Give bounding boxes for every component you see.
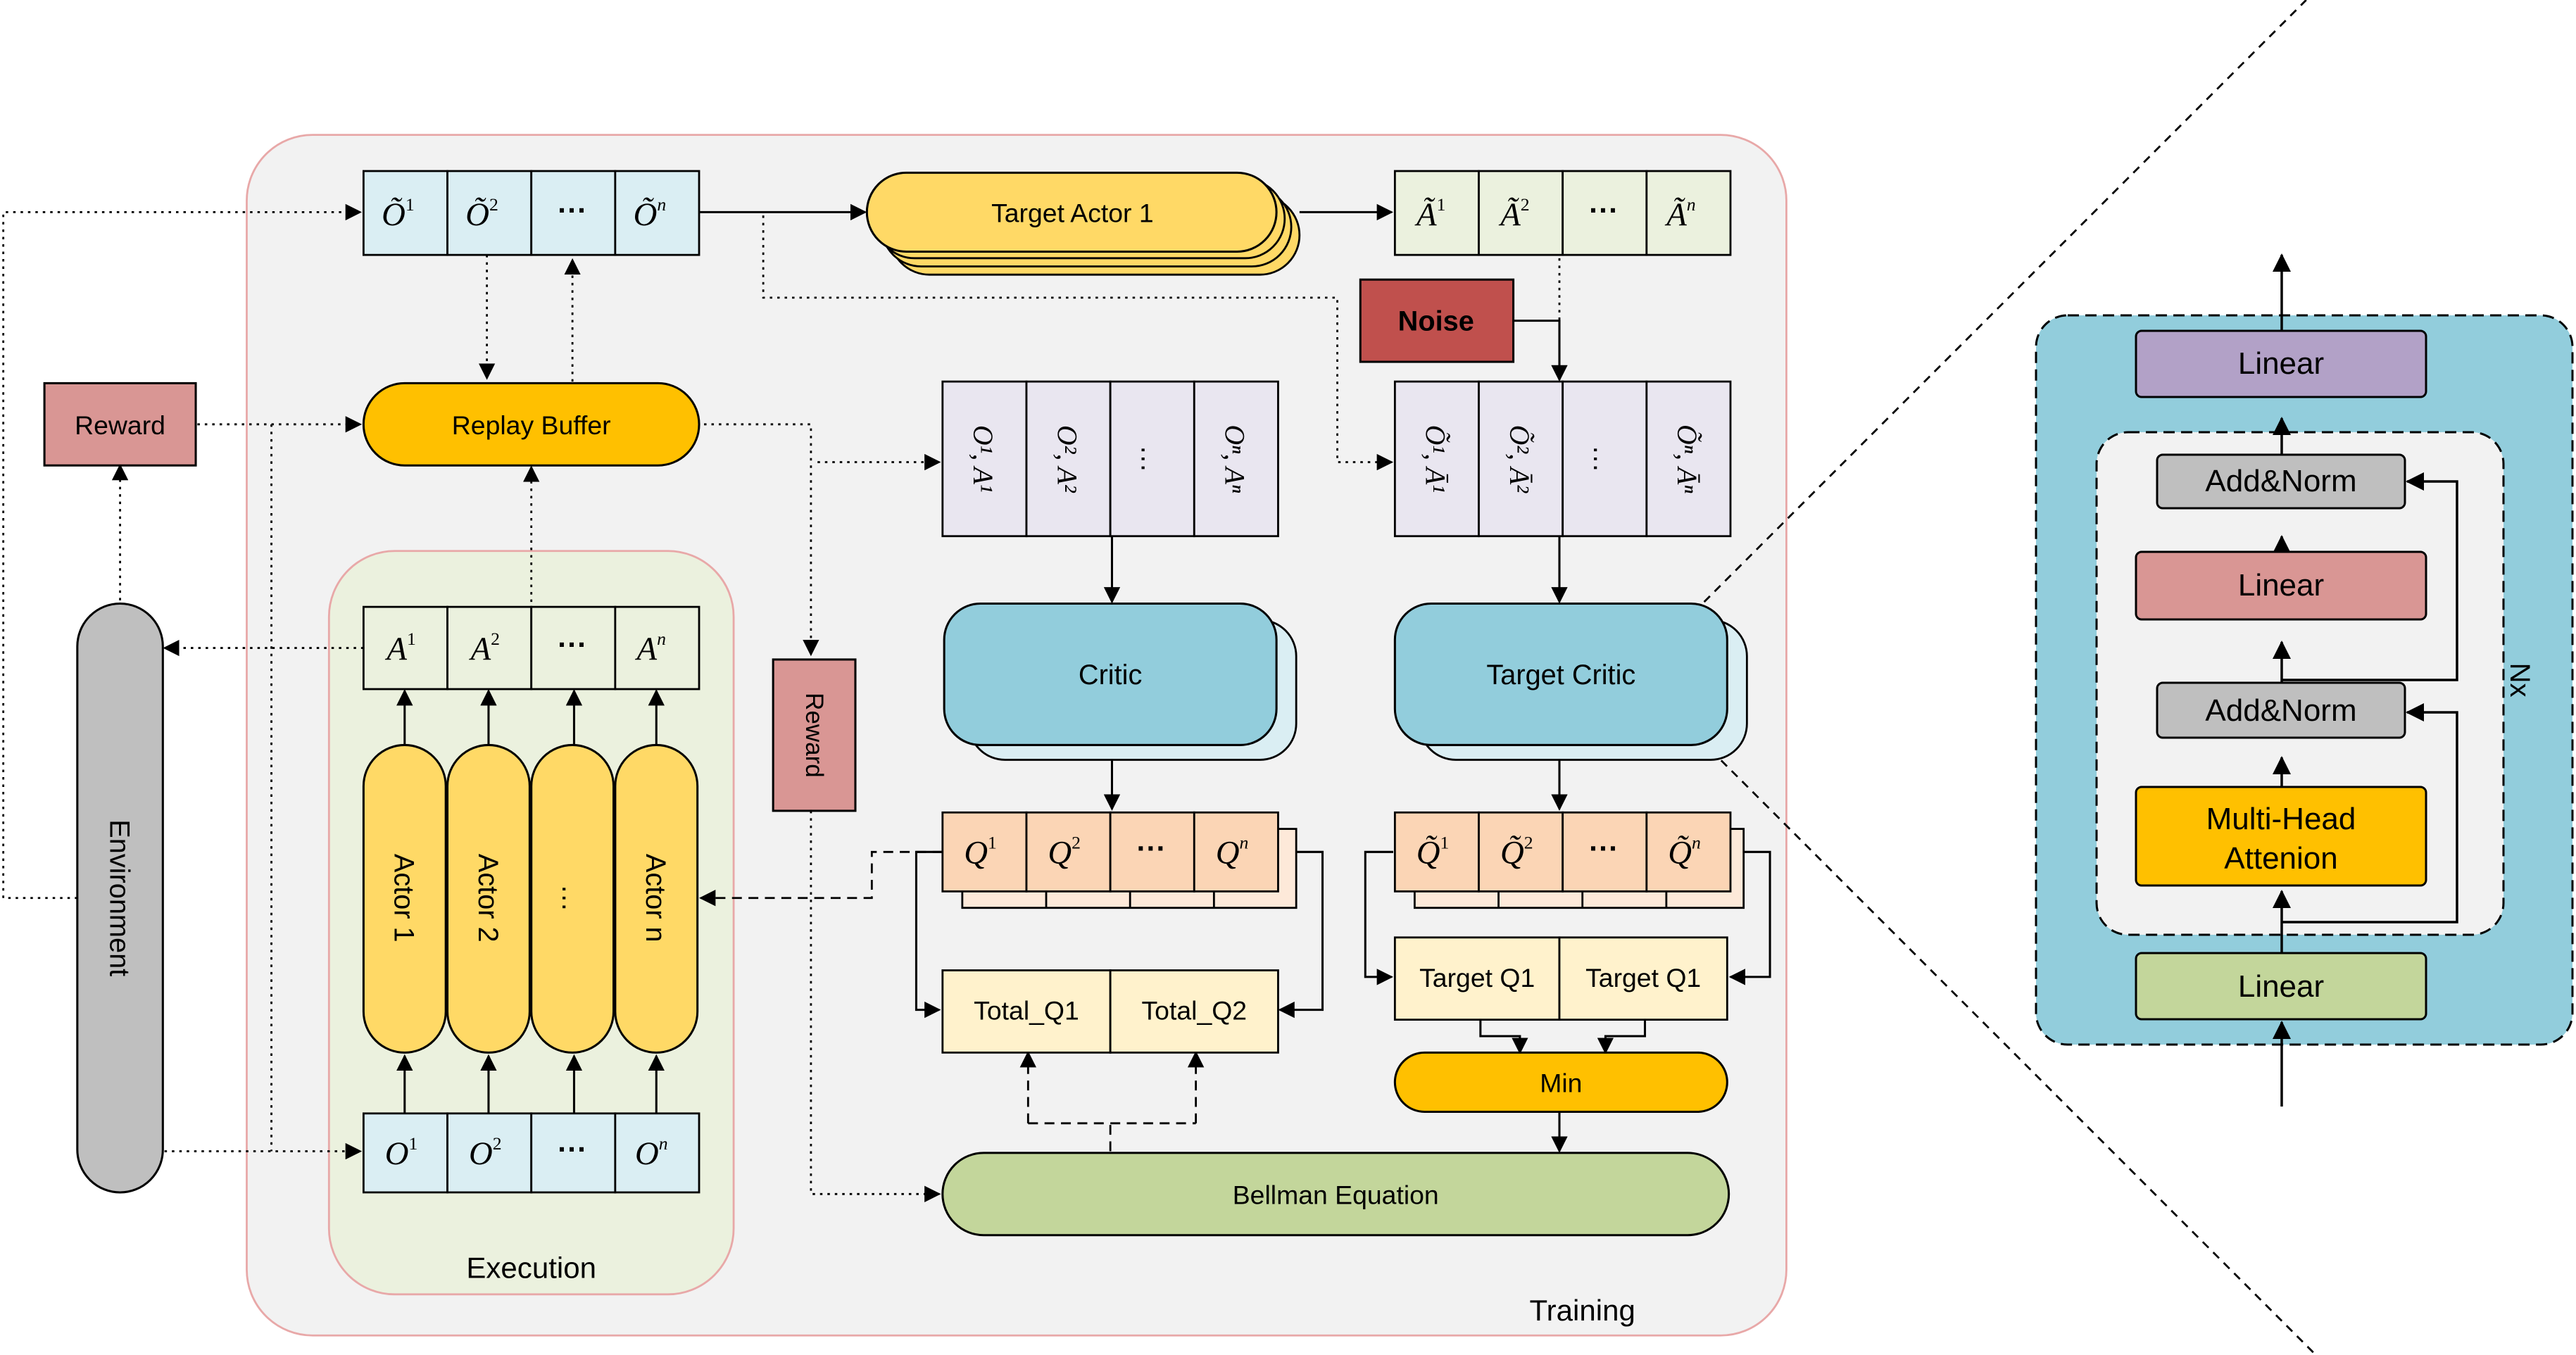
target-q-row: Target Q1 Target Q1 <box>1393 936 1728 1021</box>
actors: Actor 1 Actor 2 … Actor n <box>362 743 699 1054</box>
main-diagram: Training Execution <box>2 0 2318 1355</box>
linear-top-box <box>2135 329 2427 398</box>
add-norm-bottom-box <box>2156 681 2406 739</box>
execution-label: Execution <box>466 1251 596 1284</box>
actor-2-label: Actor 2 <box>472 854 503 943</box>
bellman-label: Bellman Equation <box>1233 1180 1439 1209</box>
q-1: Q1 <box>964 833 997 871</box>
action-row: A1 A2 ··· An <box>362 605 700 691</box>
obs-tilde-row: Õ1 Õ2 ··· Õn <box>362 170 700 256</box>
critic-input-n: Oⁿ, Aⁿ <box>1219 424 1250 493</box>
critic-stack: Critic <box>943 602 1298 761</box>
dashed-connectors <box>699 850 1205 1152</box>
q-ellipsis: ··· <box>1137 832 1167 865</box>
target-action-ellipsis: ··· <box>1589 194 1619 227</box>
q-tilde-n: Q̃n <box>1668 833 1701 871</box>
obs-2: O2 <box>469 1133 502 1172</box>
noise-box <box>1359 278 1515 363</box>
linear-mid-label: Linear <box>2238 568 2324 603</box>
target-input-1: Õ¹, Ā¹ <box>1420 425 1451 493</box>
obs-tilde-2: Õ2 <box>465 194 498 233</box>
replay-buffer <box>362 382 700 467</box>
obs-row: O1 O2 ··· On <box>362 1112 700 1194</box>
training-label: Training <box>1530 1294 1635 1327</box>
environment-box <box>76 602 164 1194</box>
zoom-line-bottom <box>1709 749 2318 1355</box>
target-action-2: Ã2 <box>1498 194 1529 233</box>
linear-bottom-box <box>2135 952 2427 1021</box>
obs-ellipsis: ··· <box>558 1133 587 1166</box>
q-row: Q1 Q2 ··· Qn <box>941 811 1298 909</box>
target-q1-b-label: Target Q1 <box>1585 963 1701 992</box>
bellman-box <box>941 1152 1730 1237</box>
total-q2-label: Total_Q2 <box>1142 996 1248 1026</box>
target-action-n: Ãn <box>1664 194 1695 233</box>
critic-input-1: O¹, A¹ <box>967 425 998 493</box>
multi-head-box <box>2135 786 2427 887</box>
target-input-n: Õⁿ, Āⁿ <box>1671 424 1702 493</box>
critic-input-row: O¹, A¹ O², A² … Oⁿ, Aⁿ <box>941 380 1279 538</box>
linear-top-label: Linear <box>2238 346 2324 381</box>
target-actor-label: Target Actor 1 <box>991 198 1154 227</box>
reward-box-vertical <box>772 658 857 812</box>
action-n: An <box>635 629 666 667</box>
target-critic-label: Target Critic <box>1486 660 1635 691</box>
critic-input-2: O², A² <box>1051 425 1082 493</box>
action-1: A1 <box>384 629 415 667</box>
multi-head-label-1: Multi-Head <box>2206 802 2356 836</box>
q-n: Qn <box>1216 833 1249 871</box>
target-action-row: Ã1 Ã2 ··· Ãn <box>1393 170 1732 256</box>
linear-bottom-label: Linear <box>2238 969 2324 1004</box>
dotted-connectors <box>2 203 1561 1202</box>
actor-2-box <box>446 743 531 1054</box>
q-tilde-2: Q̃2 <box>1500 833 1533 871</box>
actor-n-box <box>614 743 699 1054</box>
q-tilde-row: Q̃1 Q̃2 ··· Q̃n <box>1393 811 1745 909</box>
actor-1-box <box>362 743 447 1054</box>
total-q1-label: Total_Q1 <box>974 996 1079 1026</box>
action-ellipsis: ··· <box>558 628 587 661</box>
total-q-row: Total_Q1 Total_Q2 <box>941 969 1279 1054</box>
multi-head-label-2: Attenion <box>2224 841 2337 876</box>
reward-box-left <box>43 382 197 467</box>
q-2: Q2 <box>1048 833 1081 871</box>
critic-input-ellipsis: … <box>1136 445 1167 473</box>
actor-n-label: Actor n <box>640 854 671 943</box>
min-box <box>1393 1051 1728 1113</box>
action-2: A2 <box>469 629 500 667</box>
actor-1-label: Actor 1 <box>389 854 420 943</box>
critic-label: Critic <box>1079 660 1142 691</box>
obs-tilde-n: Õn <box>634 194 667 233</box>
target-input-ellipsis: … <box>1588 445 1619 473</box>
target-actor-stack: Target Actor 1 <box>865 171 1301 276</box>
target-q1-a-label: Target Q1 <box>1419 963 1535 992</box>
actor-dots-box <box>530 743 615 1054</box>
target-input-2: Õ², Ā² <box>1504 425 1535 494</box>
add-norm-top-box <box>2156 453 2406 510</box>
min-label: Min <box>1540 1068 1582 1097</box>
noise-label: Noise <box>1398 306 1474 337</box>
add-norm-bottom-label: Add&Norm <box>2205 693 2356 728</box>
obs-n: On <box>635 1133 668 1172</box>
linear-mid-box <box>2135 550 2427 621</box>
actor-dots-label: … <box>556 884 587 912</box>
target-critic-stack: Target Critic <box>1393 602 1748 761</box>
q-tilde-ellipsis: ··· <box>1589 832 1619 865</box>
obs-tilde-1: Õ1 <box>382 194 415 233</box>
reward-left-label: Reward <box>75 410 165 440</box>
reward-vertical-label: Reward <box>800 693 828 778</box>
target-action-1: Ã1 <box>1414 194 1445 233</box>
obs-tilde-ellipsis: ··· <box>558 194 587 227</box>
solid-connectors <box>396 203 1771 1153</box>
add-norm-top-label: Add&Norm <box>2205 464 2356 498</box>
transformer-panel: Nx Linear Add&Norm Linear Add&Norm Multi… <box>2035 253 2574 1107</box>
q-tilde-1: Q̃1 <box>1416 833 1450 871</box>
target-input-row: Õ¹, Ā¹ Õ², Ā² … Õⁿ, Āⁿ <box>1393 380 1732 538</box>
replay-buffer-label: Replay Buffer <box>452 410 611 440</box>
environment-label: Environment <box>104 819 135 976</box>
obs-1: O1 <box>385 1133 418 1172</box>
nx-label: Nx <box>2504 663 2535 698</box>
